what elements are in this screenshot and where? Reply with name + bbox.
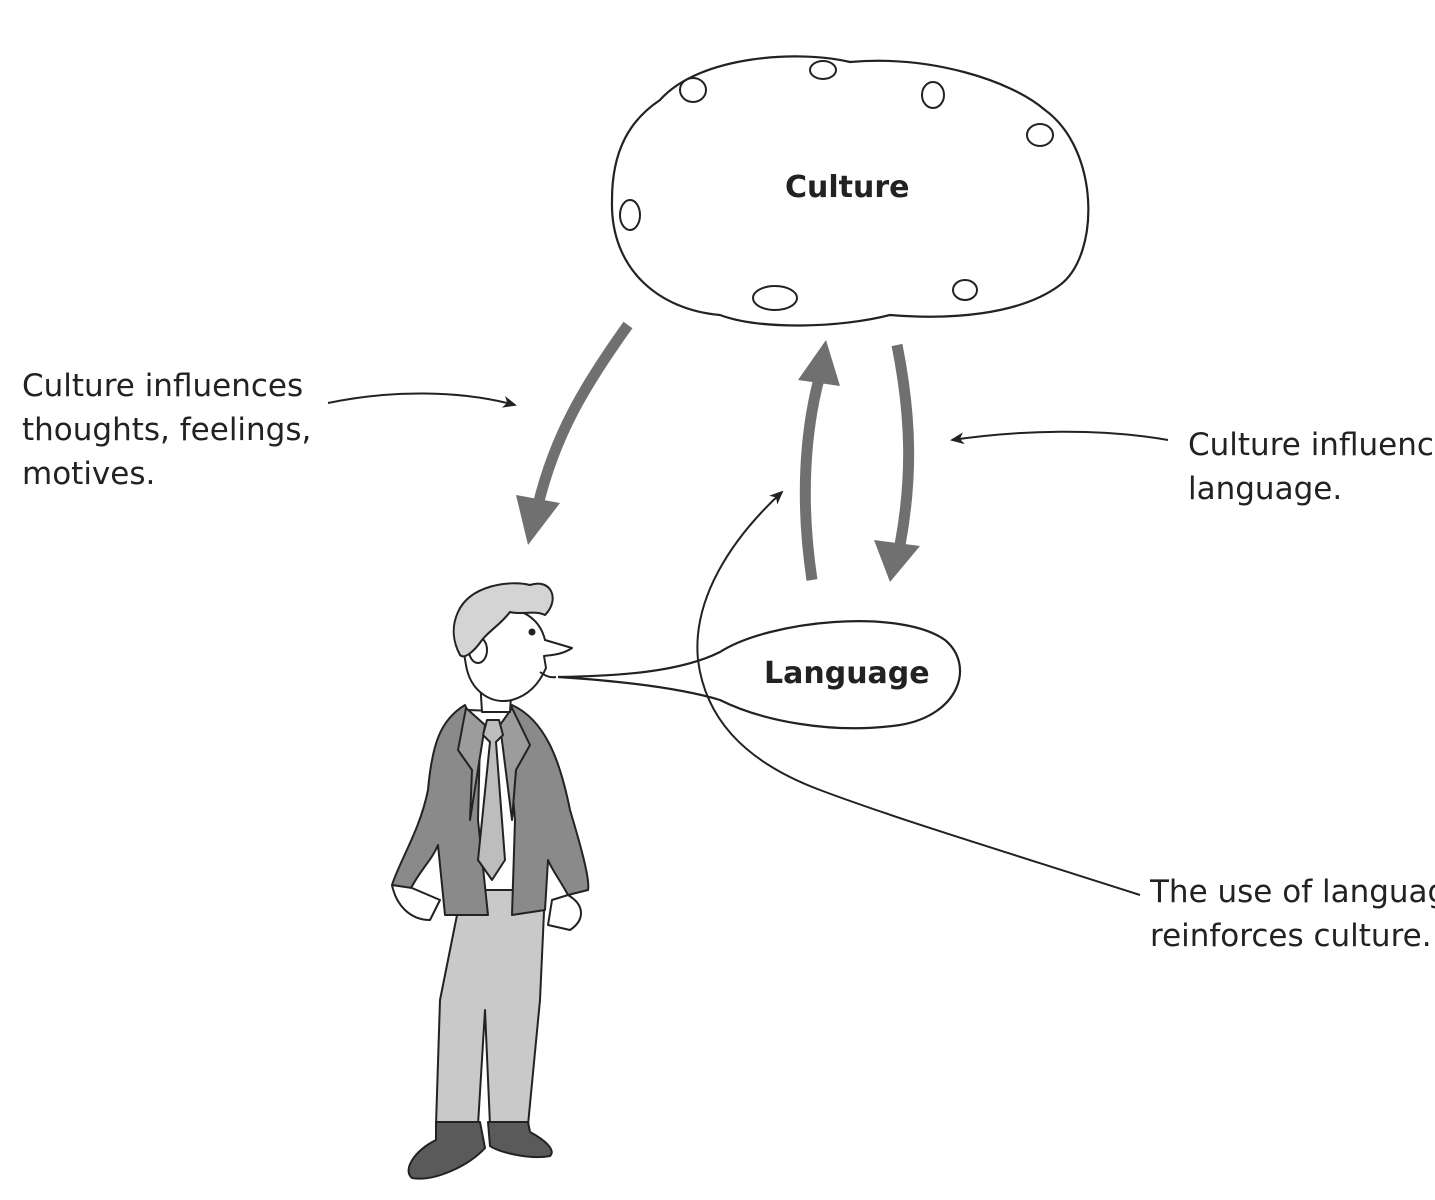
pointer-arrow-influences-language <box>950 430 1169 445</box>
person-icon <box>391 582 590 1180</box>
annotation-line: thoughts, feelings, <box>22 412 312 448</box>
annotation-line: The use of language <box>1150 874 1435 910</box>
pointer-arrow-thoughts <box>327 392 517 408</box>
culture-node-label: Culture <box>785 170 910 205</box>
annotation-line: Culture influences <box>22 368 304 404</box>
annotation-line: Culture influences <box>1188 427 1435 463</box>
flow-arrowhead-language-to-culture <box>798 340 840 386</box>
flow-arrow-culture-to-language <box>891 343 915 546</box>
flow-arrow-language-to-culture <box>799 373 826 581</box>
pointer-arrow-reinforces <box>696 490 1141 896</box>
culture-cloud-icon <box>610 55 1090 327</box>
flow-arrowhead-culture-to-language <box>874 540 920 582</box>
annotation-language-reinforces: The use of language reinforces culture. <box>1150 870 1435 958</box>
language-node-label: Language <box>764 656 930 691</box>
language-bubble-icon <box>557 620 962 730</box>
flow-arrowhead-culture-to-person <box>516 495 560 545</box>
flow-arrow-culture-to-person <box>532 321 633 507</box>
pointer-arrows <box>327 392 1169 896</box>
flow-arrows <box>516 321 920 582</box>
annotation-line: language. <box>1188 471 1343 507</box>
annotation-culture-thoughts: Culture influences thoughts, feelings, m… <box>22 364 311 496</box>
annotation-line: motives. <box>22 456 156 492</box>
annotation-line: reinforces culture. <box>1150 918 1432 954</box>
annotation-culture-language: Culture influences language. <box>1188 423 1435 511</box>
